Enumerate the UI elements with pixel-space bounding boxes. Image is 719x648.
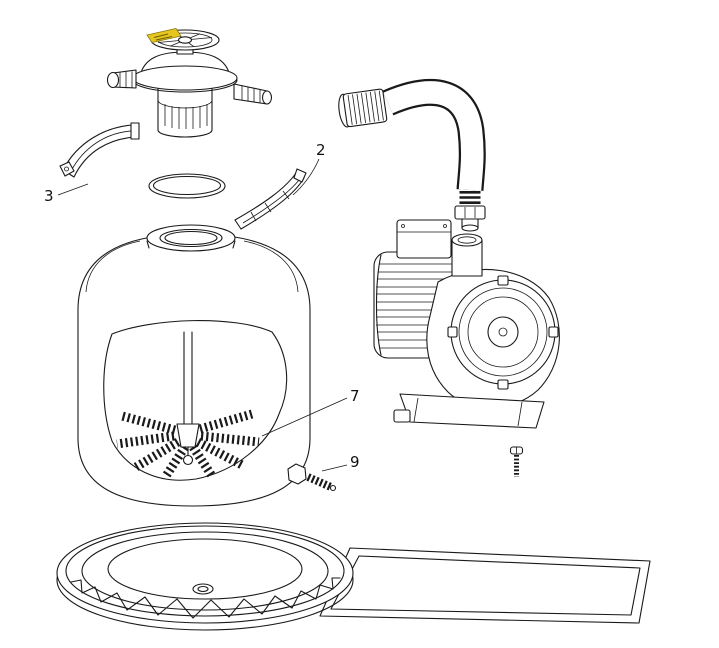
tank-o-ring xyxy=(148,173,226,199)
lateral-hub xyxy=(176,423,200,448)
valve-lower-body xyxy=(157,87,213,138)
drain-plug-nut xyxy=(287,463,307,485)
tank-neck xyxy=(146,224,236,252)
hose-assembly xyxy=(338,78,486,232)
filter-tank xyxy=(77,224,311,507)
tank-body xyxy=(77,233,311,507)
drain-plug-threads xyxy=(306,473,333,491)
valve-port-right xyxy=(233,83,273,105)
drain-plug xyxy=(287,463,337,492)
lateral-arm xyxy=(198,409,254,434)
clamp-half-left xyxy=(59,122,140,178)
clamp-bolt-tab xyxy=(293,168,307,183)
hose-end-nut xyxy=(454,205,486,220)
clamp-bolt-tab xyxy=(59,161,75,177)
mounting-screw xyxy=(509,446,524,477)
leader-line-2 xyxy=(292,158,320,196)
pump-inlet-port xyxy=(451,233,483,277)
base-platform xyxy=(56,522,651,631)
callouts: 2 3 7 9 xyxy=(44,141,360,472)
lateral-assembly xyxy=(116,331,260,479)
tank-cutaway-window xyxy=(103,320,288,481)
lateral-arm xyxy=(116,431,175,449)
hose-union-nut xyxy=(338,88,388,128)
callout-7: 7 xyxy=(350,387,360,405)
base-basin xyxy=(56,522,354,631)
leader-line-9 xyxy=(321,464,348,472)
basin-truss-pattern xyxy=(70,577,341,619)
valve-handle-label-sticker xyxy=(146,28,182,43)
lateral-arm xyxy=(162,444,189,479)
pump xyxy=(373,219,560,429)
basin-drain-hole xyxy=(192,583,214,595)
lateral-arm xyxy=(189,444,216,479)
clamp-half-right xyxy=(234,168,307,230)
base-tray xyxy=(319,547,651,624)
callout-3: 3 xyxy=(44,187,54,205)
lateral-arm xyxy=(120,411,177,435)
valve-port-left xyxy=(106,69,137,89)
lateral-arm xyxy=(200,431,260,447)
callout-2: 2 xyxy=(316,141,326,159)
leader-line-3 xyxy=(57,183,89,196)
pump-strainer-lid xyxy=(447,275,559,390)
valve-flange xyxy=(132,65,238,91)
pump-base-feet xyxy=(393,393,545,429)
callout-9: 9 xyxy=(350,453,360,471)
leader-line-7 xyxy=(261,397,348,437)
multiport-valve xyxy=(106,28,273,138)
motor-terminal-box xyxy=(396,219,452,259)
